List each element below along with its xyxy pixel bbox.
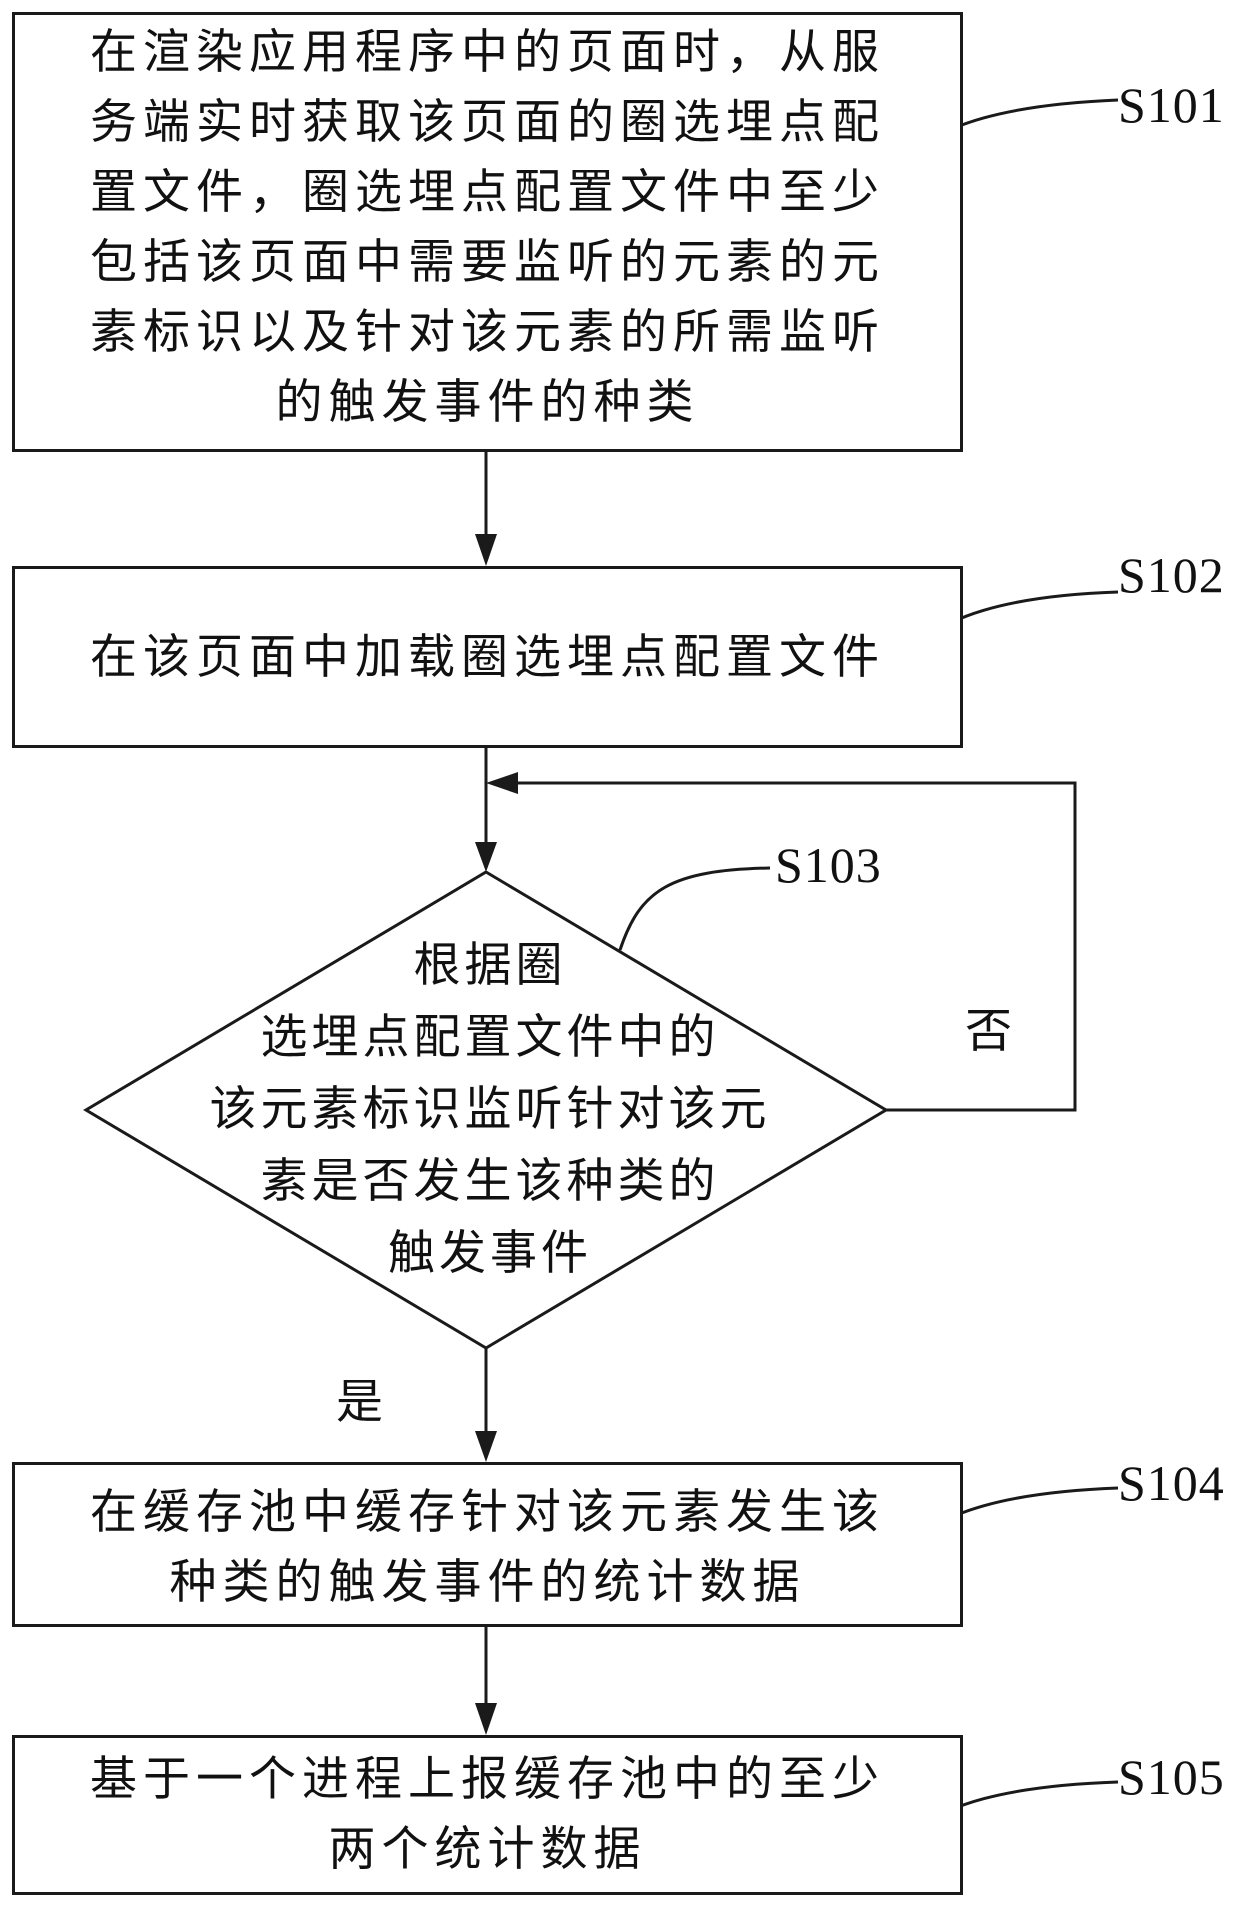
step-box-s102: 在该页面中加载圈选埋点配置文件: [12, 566, 963, 748]
step-text-s105-line-2: 两个统计数据: [328, 1822, 647, 1877]
arrowhead-to-s104: [475, 1431, 497, 1462]
loop-back-line-no: [512, 781, 1077, 1112]
branch-label-yes: 是: [336, 1375, 383, 1430]
step-text-s101-line-3: 置文件，圈选埋点配置文件中至少: [90, 165, 885, 220]
arrowhead-loop-back: [486, 772, 518, 794]
decision-text-s103-line-4: 素是否发生该种类的: [260, 1154, 720, 1209]
step-text-s102-line-1: 在该页面中加载圈选埋点配置文件: [90, 630, 885, 685]
step-label-s103: S103: [775, 837, 882, 893]
step-text-s101-line-2: 务端实时获取该页面的圈选埋点配: [90, 95, 885, 150]
step-text-s101-line-6: 的触发事件的种类: [275, 375, 700, 430]
branch-label-no: 否: [965, 1004, 1012, 1059]
step-label-s101: S101: [1118, 77, 1225, 133]
decision-text-s103-line-5: 触发事件: [388, 1226, 592, 1281]
decision-text-s103-line-1: 根据圈: [413, 938, 567, 993]
decision-text-s103-line-2: 选埋点配置文件中的: [260, 1010, 720, 1065]
step-text-s101-line-5: 素标识以及针对该元素的所需监听: [90, 305, 885, 360]
step-text-s105-line-1: 基于一个进程上报缓存池中的至少: [90, 1752, 885, 1807]
step-text-s101-line-1: 在渲染应用程序中的页面时，从服: [90, 25, 885, 80]
step-text-s104-line-2: 种类的触发事件的统计数据: [169, 1555, 806, 1610]
arrowhead-to-s102: [475, 534, 497, 566]
step-box-s101: 在渲染应用程序中的页面时，从服 务端实时获取该页面的圈选埋点配 置文件，圈选埋点…: [12, 12, 963, 452]
step-box-s104: 在缓存池中缓存针对该元素发生该 种类的触发事件的统计数据: [12, 1462, 963, 1627]
step-label-s105: S105: [1118, 1749, 1225, 1805]
step-label-s102: S102: [1118, 547, 1225, 603]
step-label-s104: S104: [1118, 1455, 1225, 1511]
step-text-s104-line-1: 在缓存池中缓存针对该元素发生该: [90, 1485, 885, 1540]
arrowhead-to-s105: [475, 1703, 497, 1735]
arrowhead-to-s103: [475, 842, 497, 872]
leader-curve-s103: [618, 866, 771, 951]
step-text-s101-line-4: 包括该页面中需要监听的元素的元: [90, 235, 885, 290]
decision-text-s103-line-3: 该元素标识监听针对该元: [209, 1082, 771, 1137]
step-box-s105: 基于一个进程上报缓存池中的至少 两个统计数据: [12, 1735, 963, 1895]
